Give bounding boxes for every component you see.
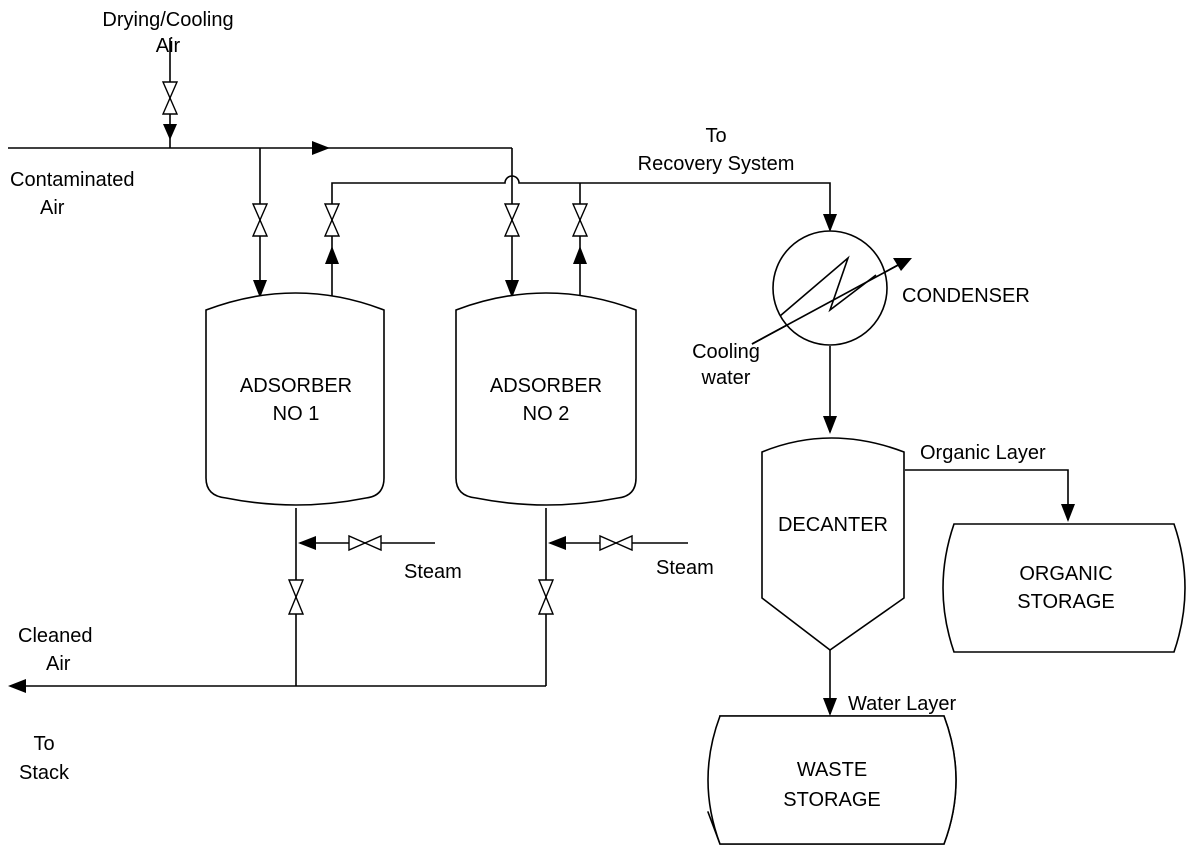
- decanter-vessel: [761, 437, 905, 651]
- valves: [161, 81, 633, 615]
- drying-air-valve: [161, 81, 179, 115]
- to-recovery-label: To: [705, 125, 726, 147]
- cleaned-air-label: Cleaned: [18, 625, 93, 647]
- cooling-water-overlay: [751, 263, 901, 345]
- contaminated-air-label-2: Air: [40, 197, 65, 219]
- to-stack-label: To: [33, 733, 54, 755]
- adsorber2-drain-valve: [537, 579, 555, 615]
- waste-storage-tank-body: [707, 715, 957, 845]
- steam1-valve: [348, 534, 382, 552]
- adsorber2-inlet-arrow: [505, 280, 519, 298]
- adsorber1-drain-valve: [287, 579, 305, 615]
- steam2-arrow: [548, 536, 566, 550]
- cooling-water-label-2: water: [701, 367, 751, 389]
- adsorber1-outlet-arrow: [325, 246, 339, 264]
- condenser-coil-overlay: [779, 255, 877, 317]
- to-recovery-label-2: Recovery System: [638, 153, 795, 175]
- organic-storage-label-2: STORAGE: [1017, 591, 1114, 613]
- adsorber-2-vessel: [455, 292, 637, 506]
- cleaned-air-label-2: Air: [46, 653, 71, 675]
- adsorber-1-vessel: [205, 292, 385, 506]
- organic-storage-tank: [942, 523, 1186, 653]
- condenser-vessel: [772, 230, 888, 346]
- adsorber1-inlet-valve: [251, 203, 269, 237]
- adsorber2-outlet-arrow: [573, 246, 587, 264]
- waste-storage-label-2: STORAGE: [783, 789, 880, 811]
- waste-storage-inlet-arrow: [823, 698, 837, 716]
- header-flow-arrow: [312, 141, 330, 155]
- organic-storage-inlet-arrow: [1061, 504, 1075, 522]
- condenser-inlet-arrow: [823, 214, 837, 232]
- cleaned-air-arrow: [8, 679, 26, 693]
- organic-layer-line: [905, 469, 1069, 520]
- organic-storage-label: ORGANIC: [1019, 563, 1112, 585]
- water-layer-label: Water Layer: [848, 693, 957, 715]
- adsorber1-inlet-arrow: [253, 280, 267, 298]
- steam-1-label: Steam: [404, 561, 462, 583]
- decanter-inlet-arrow: [823, 416, 837, 434]
- steam-2-label: Steam: [656, 557, 714, 579]
- adsorber2-outlet-valve: [571, 203, 589, 237]
- vapor-header: [331, 175, 831, 296]
- flow-arrows: [8, 124, 1075, 716]
- cooling-water-label: Cooling: [692, 341, 760, 363]
- steam1-arrow: [298, 536, 316, 550]
- to-stack-label-2: Stack: [19, 762, 70, 784]
- waste-storage-label: WASTE: [797, 759, 867, 781]
- cooling-water-out-arrow: [893, 258, 912, 271]
- adsorber-1-label: ADSORBER: [240, 375, 352, 397]
- steam2-valve: [599, 534, 633, 552]
- drying-air-label-2: Air: [156, 35, 181, 57]
- condenser-label: CONDENSER: [902, 285, 1030, 307]
- organic-layer-label: Organic Layer: [920, 442, 1046, 464]
- adsorber1-outlet-valve: [323, 203, 341, 237]
- adsorber-2-label: ADSORBER: [490, 375, 602, 397]
- adsorber-2-label-2: NO 2: [523, 403, 570, 425]
- drying-air-arrow: [163, 124, 177, 140]
- adsorber2-inlet-valve: [503, 203, 521, 237]
- contaminated-air-label: Contaminated: [10, 169, 135, 191]
- adsorber-1-label-2: NO 1: [273, 403, 320, 425]
- decanter-label: DECANTER: [778, 514, 888, 536]
- drying-air-label: Drying/Cooling: [102, 9, 233, 31]
